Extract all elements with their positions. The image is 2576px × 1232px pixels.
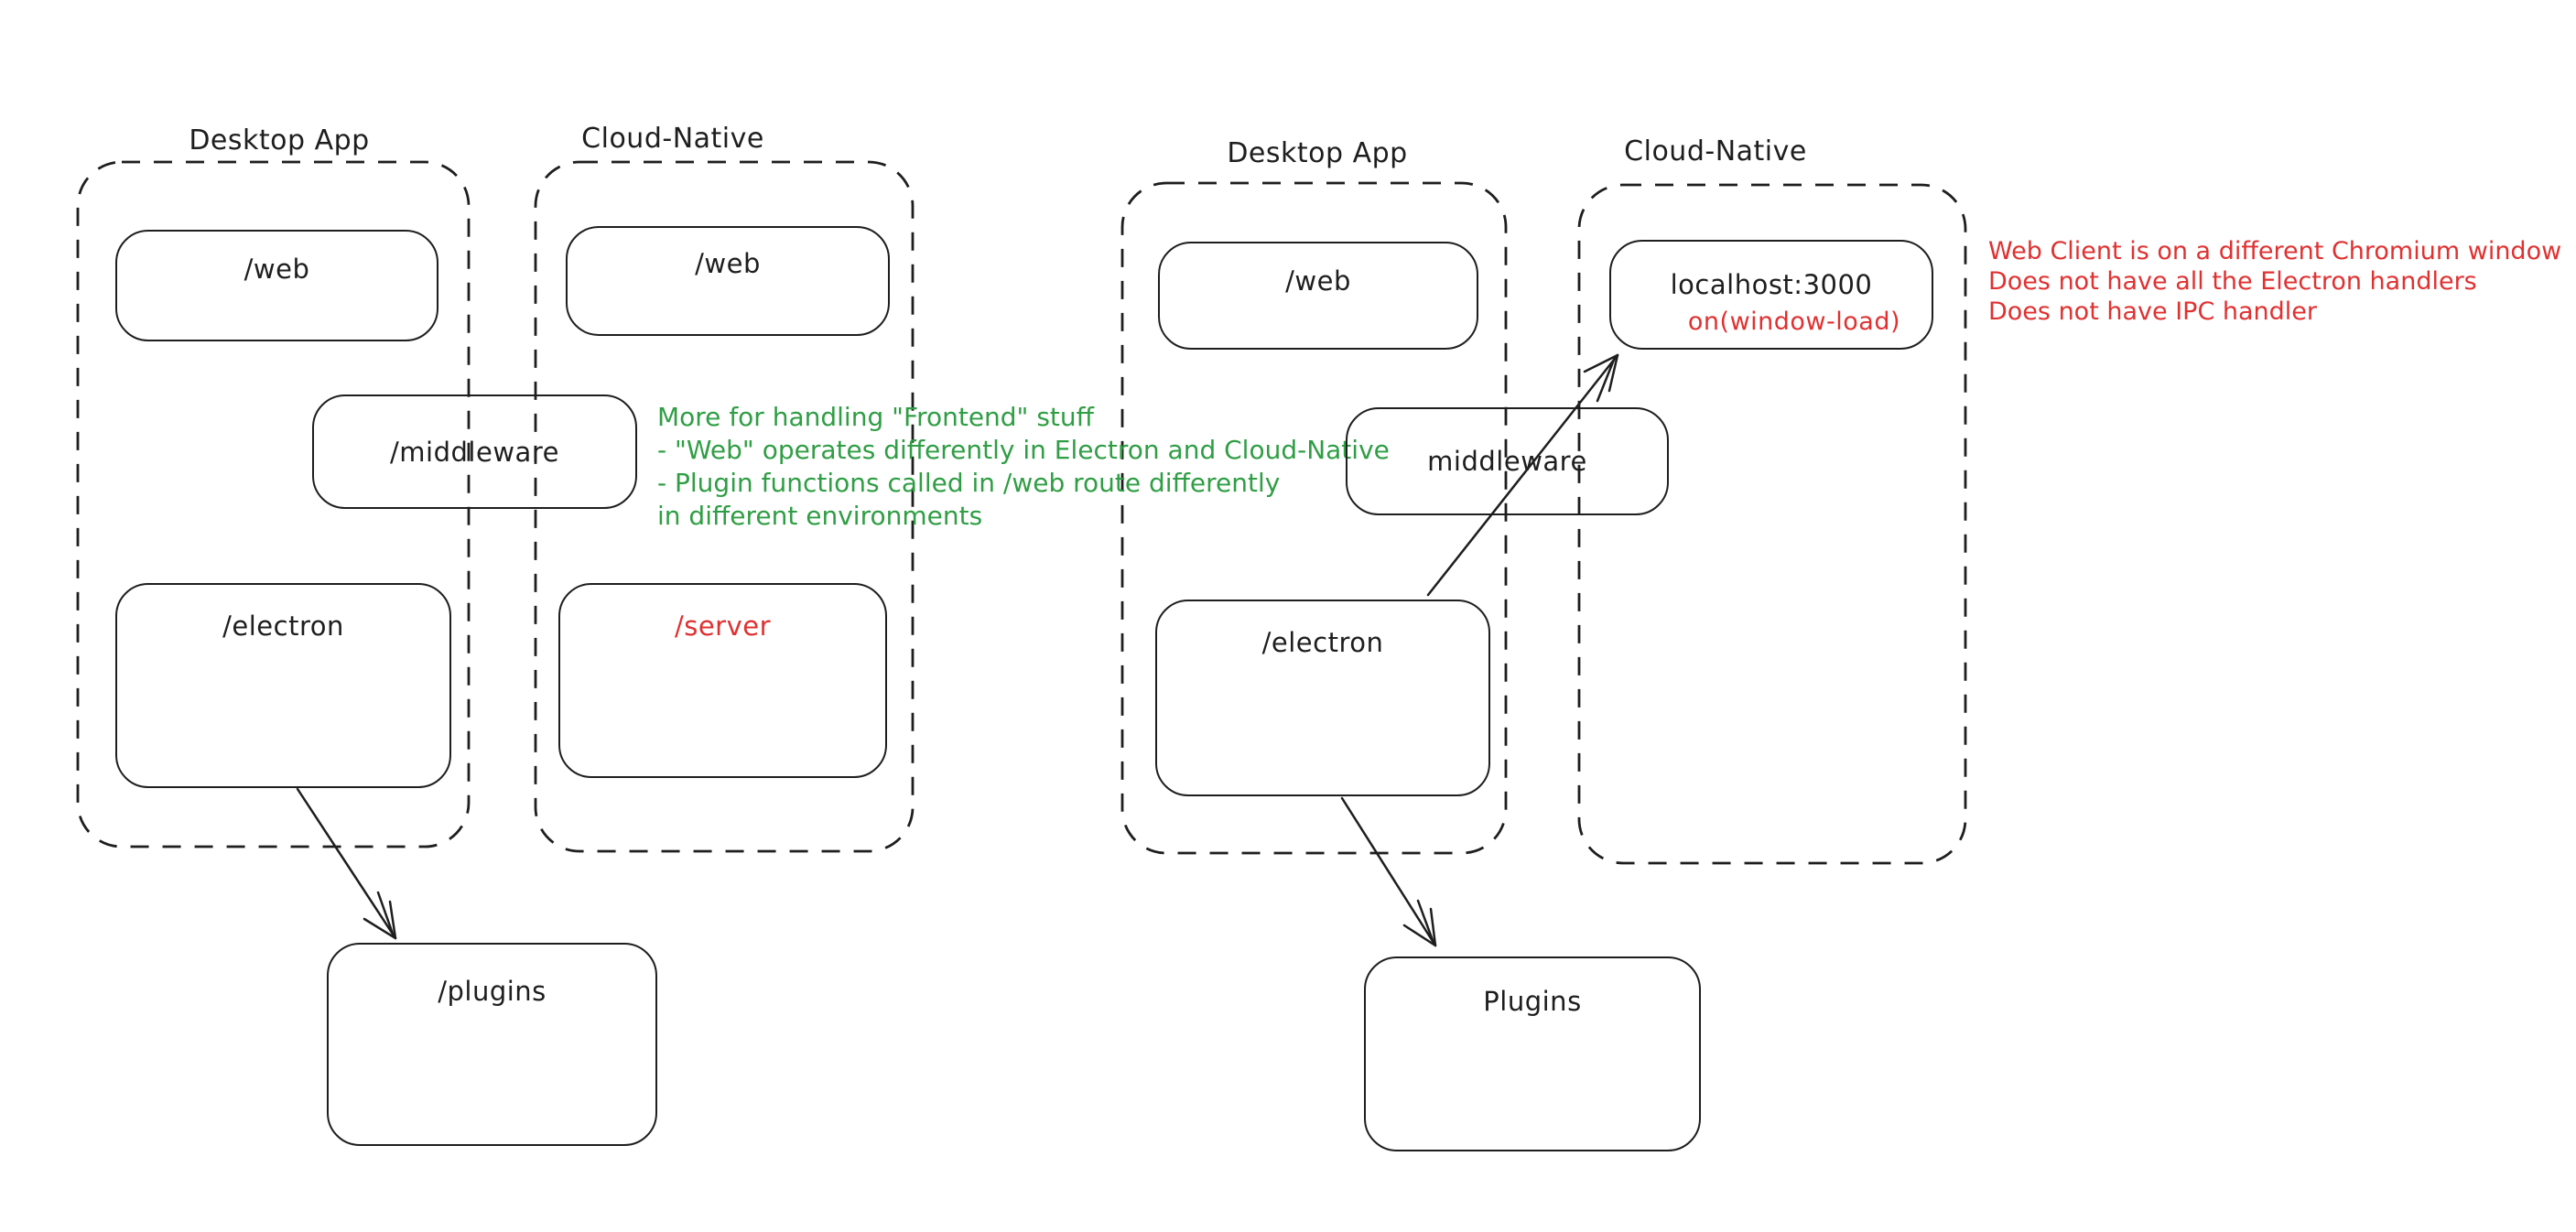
- node-left-electron: /electron: [115, 583, 451, 788]
- node-left-plugins-label: /plugins: [438, 976, 547, 1007]
- left-desktop-container: [76, 160, 471, 848]
- left-cloud-container: [534, 160, 915, 853]
- node-left-middleware: /middleware: [312, 394, 637, 509]
- arrow-right-electron-to-localhost: [1426, 353, 1619, 597]
- node-right-web-label: /web: [1285, 265, 1351, 297]
- node-left-web-desktop: /web: [115, 230, 438, 341]
- left-desktop-group-label: Desktop App: [189, 124, 370, 157]
- node-left-middleware-label: /middleware: [390, 436, 559, 468]
- node-left-server-label: /server: [674, 611, 772, 642]
- middleware-note-line: - Plugin functions called in /web route …: [657, 468, 1281, 498]
- left-cloud-group-label: Cloud-Native: [581, 123, 764, 155]
- node-right-on-window-load-label: on(window-load): [1687, 307, 1900, 336]
- middleware-note-line: - "Web" operates differently in Electron…: [657, 435, 1390, 465]
- web-client-note: Web Client is on a different Chromium wi…: [1988, 236, 2561, 327]
- middleware-note-line: More for handling "Frontend" stuff: [657, 402, 1094, 432]
- right-desktop-container: [1120, 181, 1508, 855]
- node-right-localhost: localhost:3000 on(window-load): [1609, 240, 1933, 350]
- middleware-note-line: in different environments: [657, 501, 983, 531]
- web-client-note-line: Does not have all the Electron handlers: [1988, 267, 2477, 296]
- right-desktop-group-label: Desktop App: [1227, 137, 1408, 169]
- arrow-right-electron-to-plugins: [1340, 796, 1437, 947]
- node-left-web-cloud-label: /web: [695, 248, 761, 279]
- node-right-localhost-label: localhost:3000: [1670, 268, 1873, 300]
- node-right-web: /web: [1158, 242, 1478, 350]
- node-left-server: /server: [558, 583, 887, 778]
- node-right-middleware: middleware: [1346, 407, 1669, 515]
- middleware-note: More for handling "Frontend" stuff - "We…: [657, 401, 1390, 533]
- node-right-plugins-label: Plugins: [1483, 986, 1582, 1017]
- node-left-electron-label: /electron: [222, 611, 344, 642]
- node-right-electron-label: /electron: [1261, 627, 1384, 658]
- node-right-electron: /electron: [1155, 600, 1490, 796]
- node-left-plugins: /plugins: [327, 943, 657, 1146]
- node-left-web-cloud: /web: [566, 226, 890, 336]
- node-right-middleware-label: middleware: [1427, 446, 1587, 477]
- node-left-web-desktop-label: /web: [244, 254, 310, 285]
- web-client-note-line: Does not have IPC handler: [1988, 297, 2318, 326]
- web-client-note-line: Web Client is on a different Chromium wi…: [1988, 237, 2562, 265]
- arrow-left-electron-to-plugins: [296, 787, 397, 940]
- node-right-plugins: Plugins: [1364, 956, 1701, 1151]
- right-cloud-group-label: Cloud-Native: [1624, 135, 1807, 168]
